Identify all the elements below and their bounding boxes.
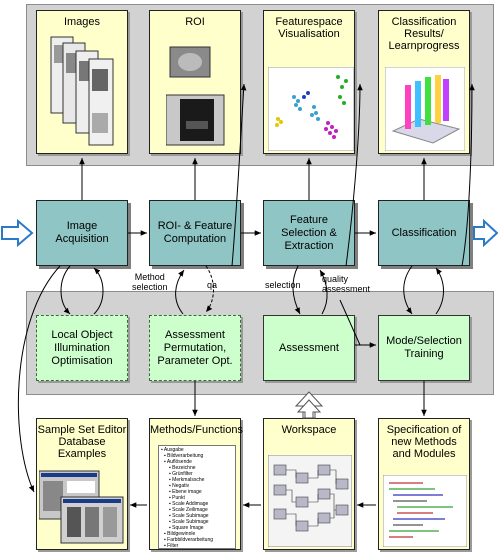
sample-set-editor-title: Sample Set Editor Database Examples bbox=[37, 424, 127, 460]
tree-item[interactable]: ▪ Grünfilter bbox=[169, 471, 193, 477]
tree-item[interactable]: ▪ Negativ bbox=[169, 483, 190, 489]
classification-results-title: Classification Results/ Learnprogress bbox=[388, 16, 460, 52]
methods-tree: ▪ Ausgabe▪ Bildverarbeitung▪ Auflösende▪… bbox=[159, 446, 235, 549]
tree-item[interactable]: ▪ Scale Zeilimage bbox=[169, 507, 208, 513]
tree-item[interactable]: ▪ Scale Addimage bbox=[169, 501, 209, 507]
featurespace-scatter-thumbnail bbox=[268, 67, 354, 151]
image-acquisition-node[interactable]: Image Acquisition bbox=[36, 200, 128, 266]
tree-item[interactable]: ▪ Bildverarbeitung bbox=[164, 453, 204, 459]
assessment-node[interactable]: Assessment bbox=[263, 315, 355, 381]
specification-card: Specification of new Methods and Modules bbox=[378, 418, 470, 550]
3d-bar-chart-thumbnail bbox=[385, 67, 465, 151]
output-arrow-icon bbox=[473, 218, 499, 248]
quality-assessment-label: quality assessment bbox=[322, 274, 371, 294]
roi-title: ROI bbox=[185, 16, 205, 28]
tree-item[interactable]: ▪ Ebene image bbox=[169, 489, 202, 495]
featurespace-title: Featurespace Visualisation bbox=[275, 16, 343, 40]
tree-item[interactable]: ▪ Bezeichne bbox=[169, 465, 196, 471]
classification-node[interactable]: Classification bbox=[378, 200, 470, 266]
tree-item[interactable]: ▪ Punkt bbox=[169, 495, 185, 501]
method-selection-label: Method selection bbox=[132, 272, 168, 292]
workspace-card: Workspace bbox=[263, 418, 355, 550]
methods-functions-card: Methods/Functions ▪ Ausgabe▪ Bildverarbe… bbox=[149, 418, 243, 550]
code-editor-thumbnail bbox=[383, 475, 467, 547]
images-thumbnail bbox=[50, 36, 114, 146]
classification-results-card: Classification Results/ Learnprogress bbox=[378, 10, 470, 154]
input-arrow-icon bbox=[1, 218, 34, 248]
methods-functions-title: Methods/Functions bbox=[150, 424, 243, 436]
selection-label: selection bbox=[265, 280, 301, 290]
tree-item[interactable]: ▪ Filter bbox=[164, 543, 179, 549]
tree-item[interactable]: ▪ Scale Subimage bbox=[169, 513, 209, 519]
mode-selection-training-node[interactable]: Mode/Selection Training bbox=[378, 315, 470, 381]
images-title: Images bbox=[63, 16, 101, 28]
sample-set-editor-screenshot bbox=[39, 470, 124, 544]
feature-selection-extraction-node[interactable]: Feature Selection & Extraction bbox=[263, 200, 355, 266]
workspace-graph-thumbnail bbox=[268, 455, 352, 547]
methods-tree-panel: ▪ Ausgabe▪ Bildverarbeitung▪ Auflösende▪… bbox=[158, 445, 236, 549]
featurespace-card: Featurespace Visualisation bbox=[263, 10, 355, 154]
tree-item[interactable]: ▪ Scale Subimage bbox=[169, 519, 209, 525]
roi-thumbnail bbox=[166, 46, 225, 146]
roi-feature-computation-node[interactable]: ROI- & Feature Computation bbox=[149, 200, 241, 266]
local-object-illumination-node[interactable]: Local Object Illumination Optimisation bbox=[36, 315, 128, 381]
tree-item[interactable]: ▪ Bildgewinnle bbox=[164, 531, 196, 537]
workspace-up-arrow bbox=[294, 391, 324, 419]
tree-item[interactable]: ▪ Merkmalssche bbox=[169, 477, 205, 483]
workspace-title: Workspace bbox=[281, 424, 337, 436]
qa-label: qa bbox=[207, 280, 218, 290]
tree-item[interactable]: ▪ Square Image bbox=[169, 525, 204, 531]
assessment-permutation-node[interactable]: Assessment Permutation, Parameter Opt. bbox=[149, 315, 241, 381]
tree-item[interactable]: ▪ Auflösende bbox=[164, 459, 192, 465]
specification-title: Specification of new Methods and Modules bbox=[386, 424, 462, 460]
images-card: Images bbox=[36, 10, 128, 154]
roi-card: ROI bbox=[149, 10, 241, 154]
sample-set-editor-card: Sample Set Editor Database Examples bbox=[36, 418, 128, 550]
tree-item[interactable]: ▪ Farbbildverarbeitung bbox=[164, 537, 214, 543]
tree-item[interactable]: ▪ Ausgabe bbox=[161, 447, 184, 453]
